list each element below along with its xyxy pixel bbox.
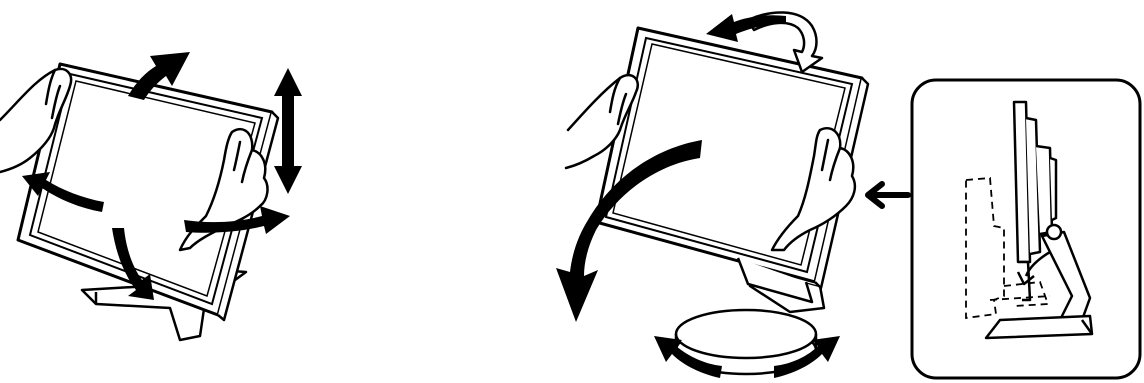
vertical-double-arrow-icon <box>274 68 302 194</box>
pointer-arrow-icon <box>868 184 908 206</box>
hinge-icon <box>1047 225 1061 239</box>
left-figure <box>0 52 302 340</box>
middle-figure <box>556 12 908 378</box>
side-view-inset <box>912 80 1140 378</box>
